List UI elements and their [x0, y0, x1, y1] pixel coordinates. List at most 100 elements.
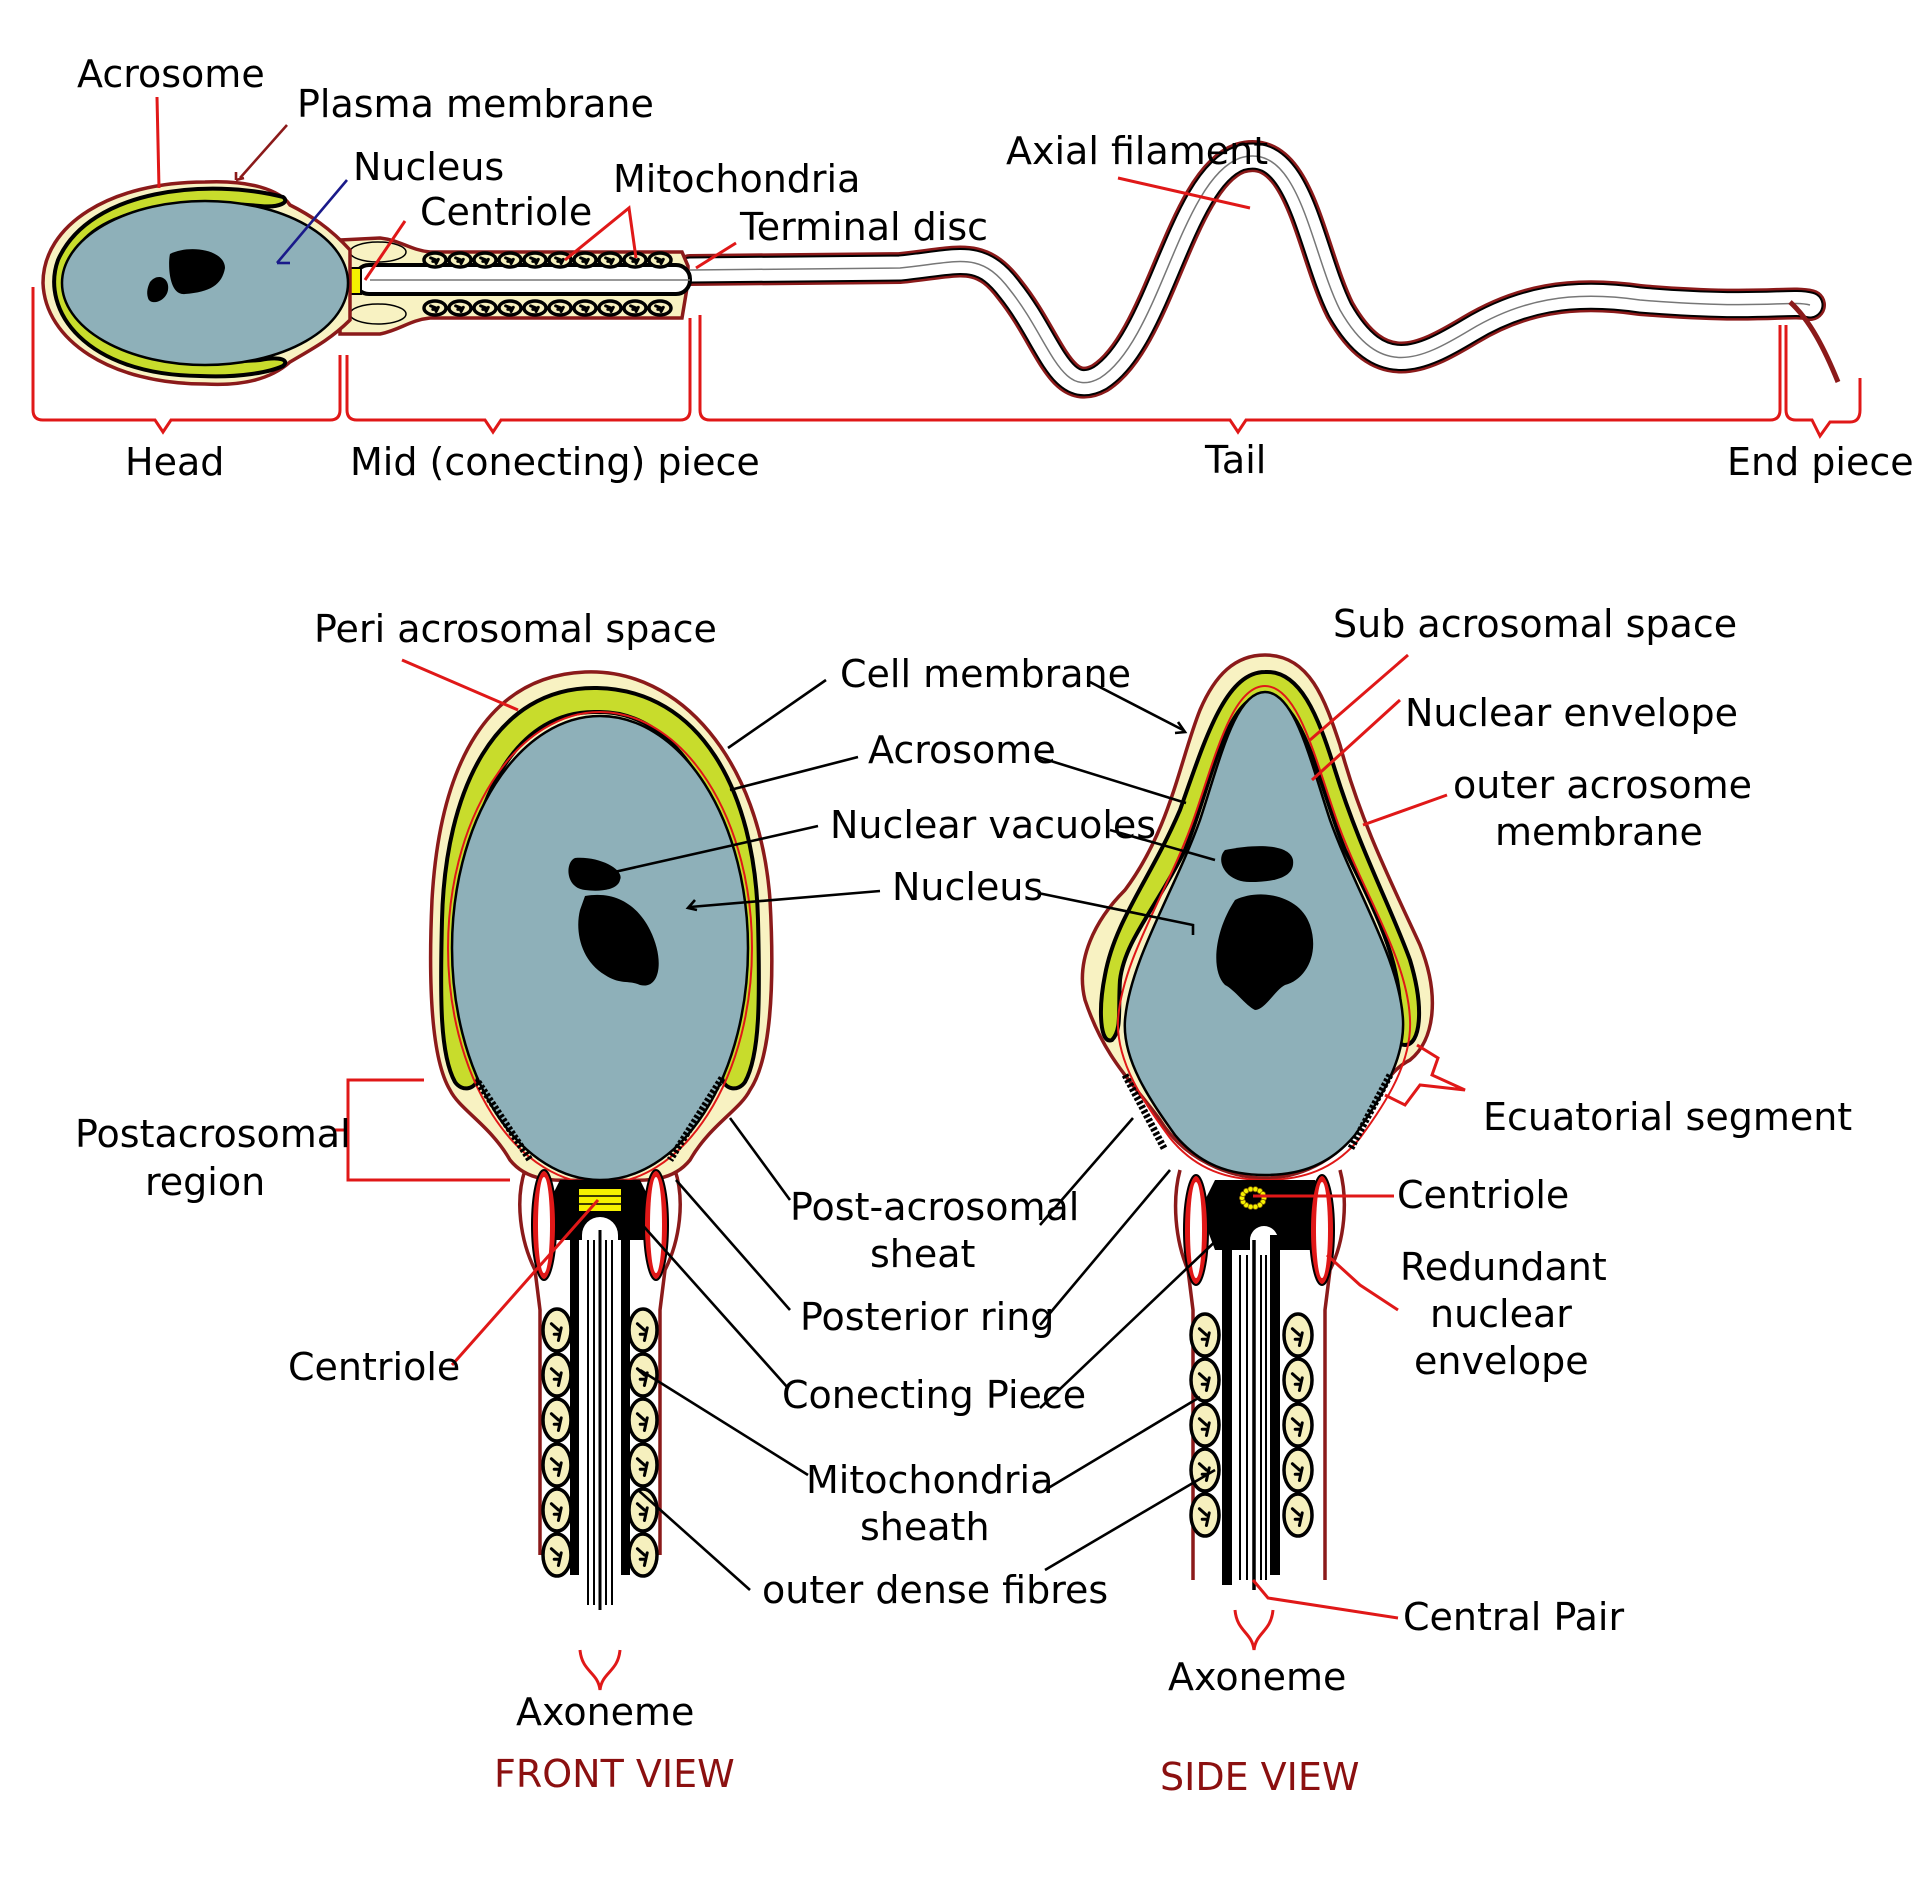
label-centriole: Centriole — [420, 190, 592, 234]
mitochondrion-cristae — [604, 304, 615, 313]
mitochondrion-cristae — [1290, 1417, 1304, 1437]
mitochondrion-cristae — [635, 1502, 649, 1522]
mitochondrion-cristae — [635, 1322, 649, 1342]
region-end-piece: End piece — [1727, 440, 1914, 484]
centriole-microtubule — [1247, 1186, 1254, 1193]
mitochondrion-cristae — [579, 304, 590, 313]
centriole-microtubule — [1252, 1203, 1259, 1210]
label-redundant-nuclear-envelope-2: nuclear — [1430, 1292, 1572, 1336]
mitochondrion-cristae — [1290, 1372, 1304, 1392]
label-post-acrosomal-sheat-2: sheat — [870, 1232, 975, 1276]
mitochondrion-cristae — [1197, 1417, 1211, 1437]
label-outer-acrosome-membrane-1: outer acrosome — [1453, 763, 1752, 807]
mitochondrion-cristae — [604, 256, 615, 265]
region-tail: Tail — [1204, 438, 1266, 482]
label-axoneme-front: Axoneme — [516, 1690, 694, 1734]
mitochondrion-cristae — [549, 1412, 563, 1432]
overview-leaders — [155, 96, 1251, 281]
label-mitochondria: Mitochondria — [613, 157, 860, 201]
side-view-sperm — [1080, 653, 1435, 1590]
label-postacrosomal-region-2: region — [145, 1160, 265, 1204]
tail-flagellum — [674, 140, 1841, 399]
label-centriole-side: Centriole — [1397, 1173, 1569, 1217]
mitochondrion-cristae — [549, 1457, 563, 1477]
front-axoneme — [570, 1217, 630, 1610]
mitochondrion-cristae — [654, 304, 665, 313]
mitochondrion-cristae — [635, 1412, 649, 1432]
mitochondrion-cristae — [1197, 1327, 1211, 1347]
mitochondrion-cristae — [529, 256, 540, 265]
front-mitochondria-sheath — [541, 1307, 659, 1578]
label-outer-dense-fibres: outer dense fibres — [762, 1568, 1108, 1612]
label-outer-acrosome-membrane-2: membrane — [1495, 810, 1703, 854]
front-view-title: FRONT VIEW — [494, 1752, 735, 1796]
label-axoneme-side: Axoneme — [1168, 1655, 1346, 1699]
label-terminal-disc: Terminal disc — [739, 205, 988, 249]
label-peri-acrosomal-space: Peri acrosomal space — [314, 607, 717, 651]
region-mid-piece: Mid (conecting) piece — [350, 440, 760, 484]
mitochondrion-cristae — [504, 304, 515, 313]
mitochondrion-cristae — [635, 1547, 649, 1567]
mitochondrion-cristae — [629, 304, 640, 313]
label-nuclear-vacuoles: Nuclear vacuoles — [830, 803, 1156, 847]
mitochondrion-cristae — [479, 304, 490, 313]
label-cell-membrane: Cell membrane — [840, 652, 1131, 696]
mitochondrion-cristae — [454, 304, 465, 313]
mitochondrion-cristae — [654, 256, 665, 265]
mitochondrion-cristae — [1290, 1507, 1304, 1527]
label-mitochondria-sheath-2: sheath — [860, 1505, 990, 1549]
label-mitochondria-sheath-1: Mitochondria — [806, 1458, 1053, 1502]
mitochondrion-cristae — [554, 304, 565, 313]
front-view-sperm — [428, 670, 774, 1610]
mitochondrion-cristae — [529, 304, 540, 313]
mitochondrion-cristae — [479, 256, 490, 265]
label-nuclear-envelope: Nuclear envelope — [1405, 691, 1738, 735]
overview-sperm — [41, 140, 1841, 399]
overview-braces — [31, 287, 1862, 439]
mitochondrion-cristae — [1290, 1462, 1304, 1482]
label-posterior-ring: Posterior ring — [800, 1295, 1054, 1339]
label-conecting-piece: Conecting Piece — [782, 1373, 1086, 1417]
mitochondrion-cristae — [549, 1367, 563, 1387]
side-labels: Sub acrosomal space Nuclear envelope out… — [1160, 602, 1852, 1799]
label-ecuatorial-segment: Ecuatorial segment — [1483, 1095, 1852, 1139]
front-leaders — [333, 658, 881, 1691]
mitochondrion-cristae — [1197, 1507, 1211, 1527]
mitochondrion-cristae — [504, 256, 515, 265]
label-redundant-nuclear-envelope-1: Redundant — [1400, 1245, 1607, 1289]
label-axial-filament: Axial filament — [1006, 129, 1268, 173]
front-centriole — [577, 1187, 623, 1213]
mitochondrion-cristae — [549, 1547, 563, 1567]
mitochondrion-cristae — [554, 256, 565, 265]
label-nucleus: Nucleus — [353, 145, 504, 189]
side-axoneme — [1222, 1226, 1280, 1590]
side-view-title: SIDE VIEW — [1160, 1755, 1359, 1799]
side-mitochondria-sheath — [1189, 1312, 1314, 1538]
label-central-pair: Central Pair — [1403, 1595, 1624, 1639]
mitochondrion-cristae — [579, 256, 590, 265]
label-redundant-nuclear-envelope-3: envelope — [1414, 1339, 1589, 1383]
label-nucleus-front: Nucleus — [892, 865, 1043, 909]
label-post-acrosomal-sheat-1: Post-acrosomal — [790, 1185, 1079, 1229]
mitochondrion-cristae — [635, 1457, 649, 1477]
label-acrosome: Acrosome — [77, 52, 265, 96]
mitochondrion-cristae — [429, 304, 440, 313]
label-centriole-front: Centriole — [288, 1345, 460, 1389]
label-sub-acrosomal-space: Sub acrosomal space — [1333, 602, 1737, 646]
side-centriole-dots — [1239, 1186, 1268, 1210]
mitochondrion-cristae — [1197, 1372, 1211, 1392]
midpiece-mitochondria — [422, 251, 673, 317]
label-acrosome-front: Acrosome — [868, 728, 1056, 772]
mitochondrion-cristae — [629, 256, 640, 265]
mitochondrion-cristae — [454, 256, 465, 265]
side-leaders — [1037, 653, 1466, 1651]
mitochondrion-cristae — [1290, 1327, 1304, 1347]
label-plasma-membrane: Plasma membrane — [297, 82, 654, 126]
overview-labels: Acrosome Plasma membrane Nucleus Centrio… — [77, 52, 1914, 484]
mitochondrion-cristae — [549, 1502, 563, 1522]
front-labels: Peri acrosomal space Cell membrane Acros… — [75, 607, 1156, 1796]
mitochondrion-cristae — [549, 1322, 563, 1342]
region-head: Head — [125, 440, 224, 484]
label-postacrosomal-region-1: Postacrosomal — [75, 1112, 351, 1156]
